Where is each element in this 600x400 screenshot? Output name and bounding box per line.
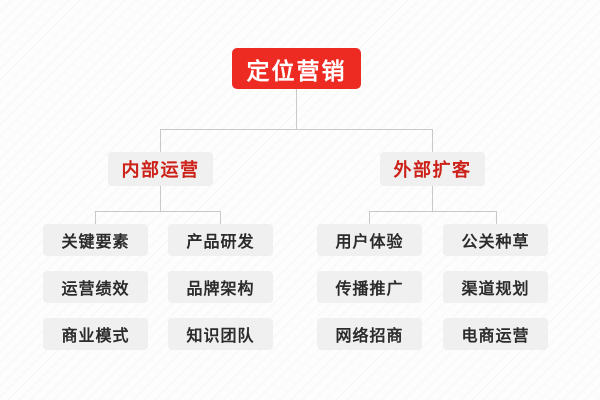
leaf-node-online-investment[interactable]: 网络招商 [317,318,422,350]
leaf-node-knowledge-team[interactable]: 知识团队 [168,318,273,350]
leaf-node-key-elements[interactable]: 关键要素 [43,224,148,256]
branch-node-internal-operations[interactable]: 内部运营 [108,152,213,186]
leaf-node-user-experience[interactable]: 用户体验 [317,224,422,256]
leaf-node-pr-seeding[interactable]: 公关种草 [443,224,548,256]
connector-internal-stem [160,186,161,211]
connector-internal-col1-drop [95,211,96,224]
connector-internal-col2-drop [220,211,221,224]
leaf-node-communication-promotion[interactable]: 传播推广 [317,271,422,303]
leaf-node-business-model[interactable]: 商业模式 [43,318,148,350]
leaf-node-product-rd[interactable]: 产品研发 [168,224,273,256]
branch-node-external-expansion[interactable]: 外部扩客 [380,152,485,186]
connector-to-internal-operations [160,129,161,153]
connector-level2-bus [160,129,433,130]
connector-external-stem [432,186,433,211]
leaf-node-ecommerce-operations[interactable]: 电商运营 [443,318,548,350]
leaf-node-brand-architecture[interactable]: 品牌架构 [168,271,273,303]
connector-external-col2-drop [496,211,497,224]
connector-root-stem [296,89,297,129]
root-node-positioning-marketing[interactable]: 定位营销 [232,48,361,89]
connector-internal-bus [95,211,221,212]
connector-to-external-expansion [432,129,433,153]
connector-external-col1-drop [369,211,370,224]
leaf-node-channel-planning[interactable]: 渠道规划 [443,271,548,303]
connector-external-bus [369,211,496,212]
leaf-node-operational-performance[interactable]: 运营绩效 [43,271,148,303]
